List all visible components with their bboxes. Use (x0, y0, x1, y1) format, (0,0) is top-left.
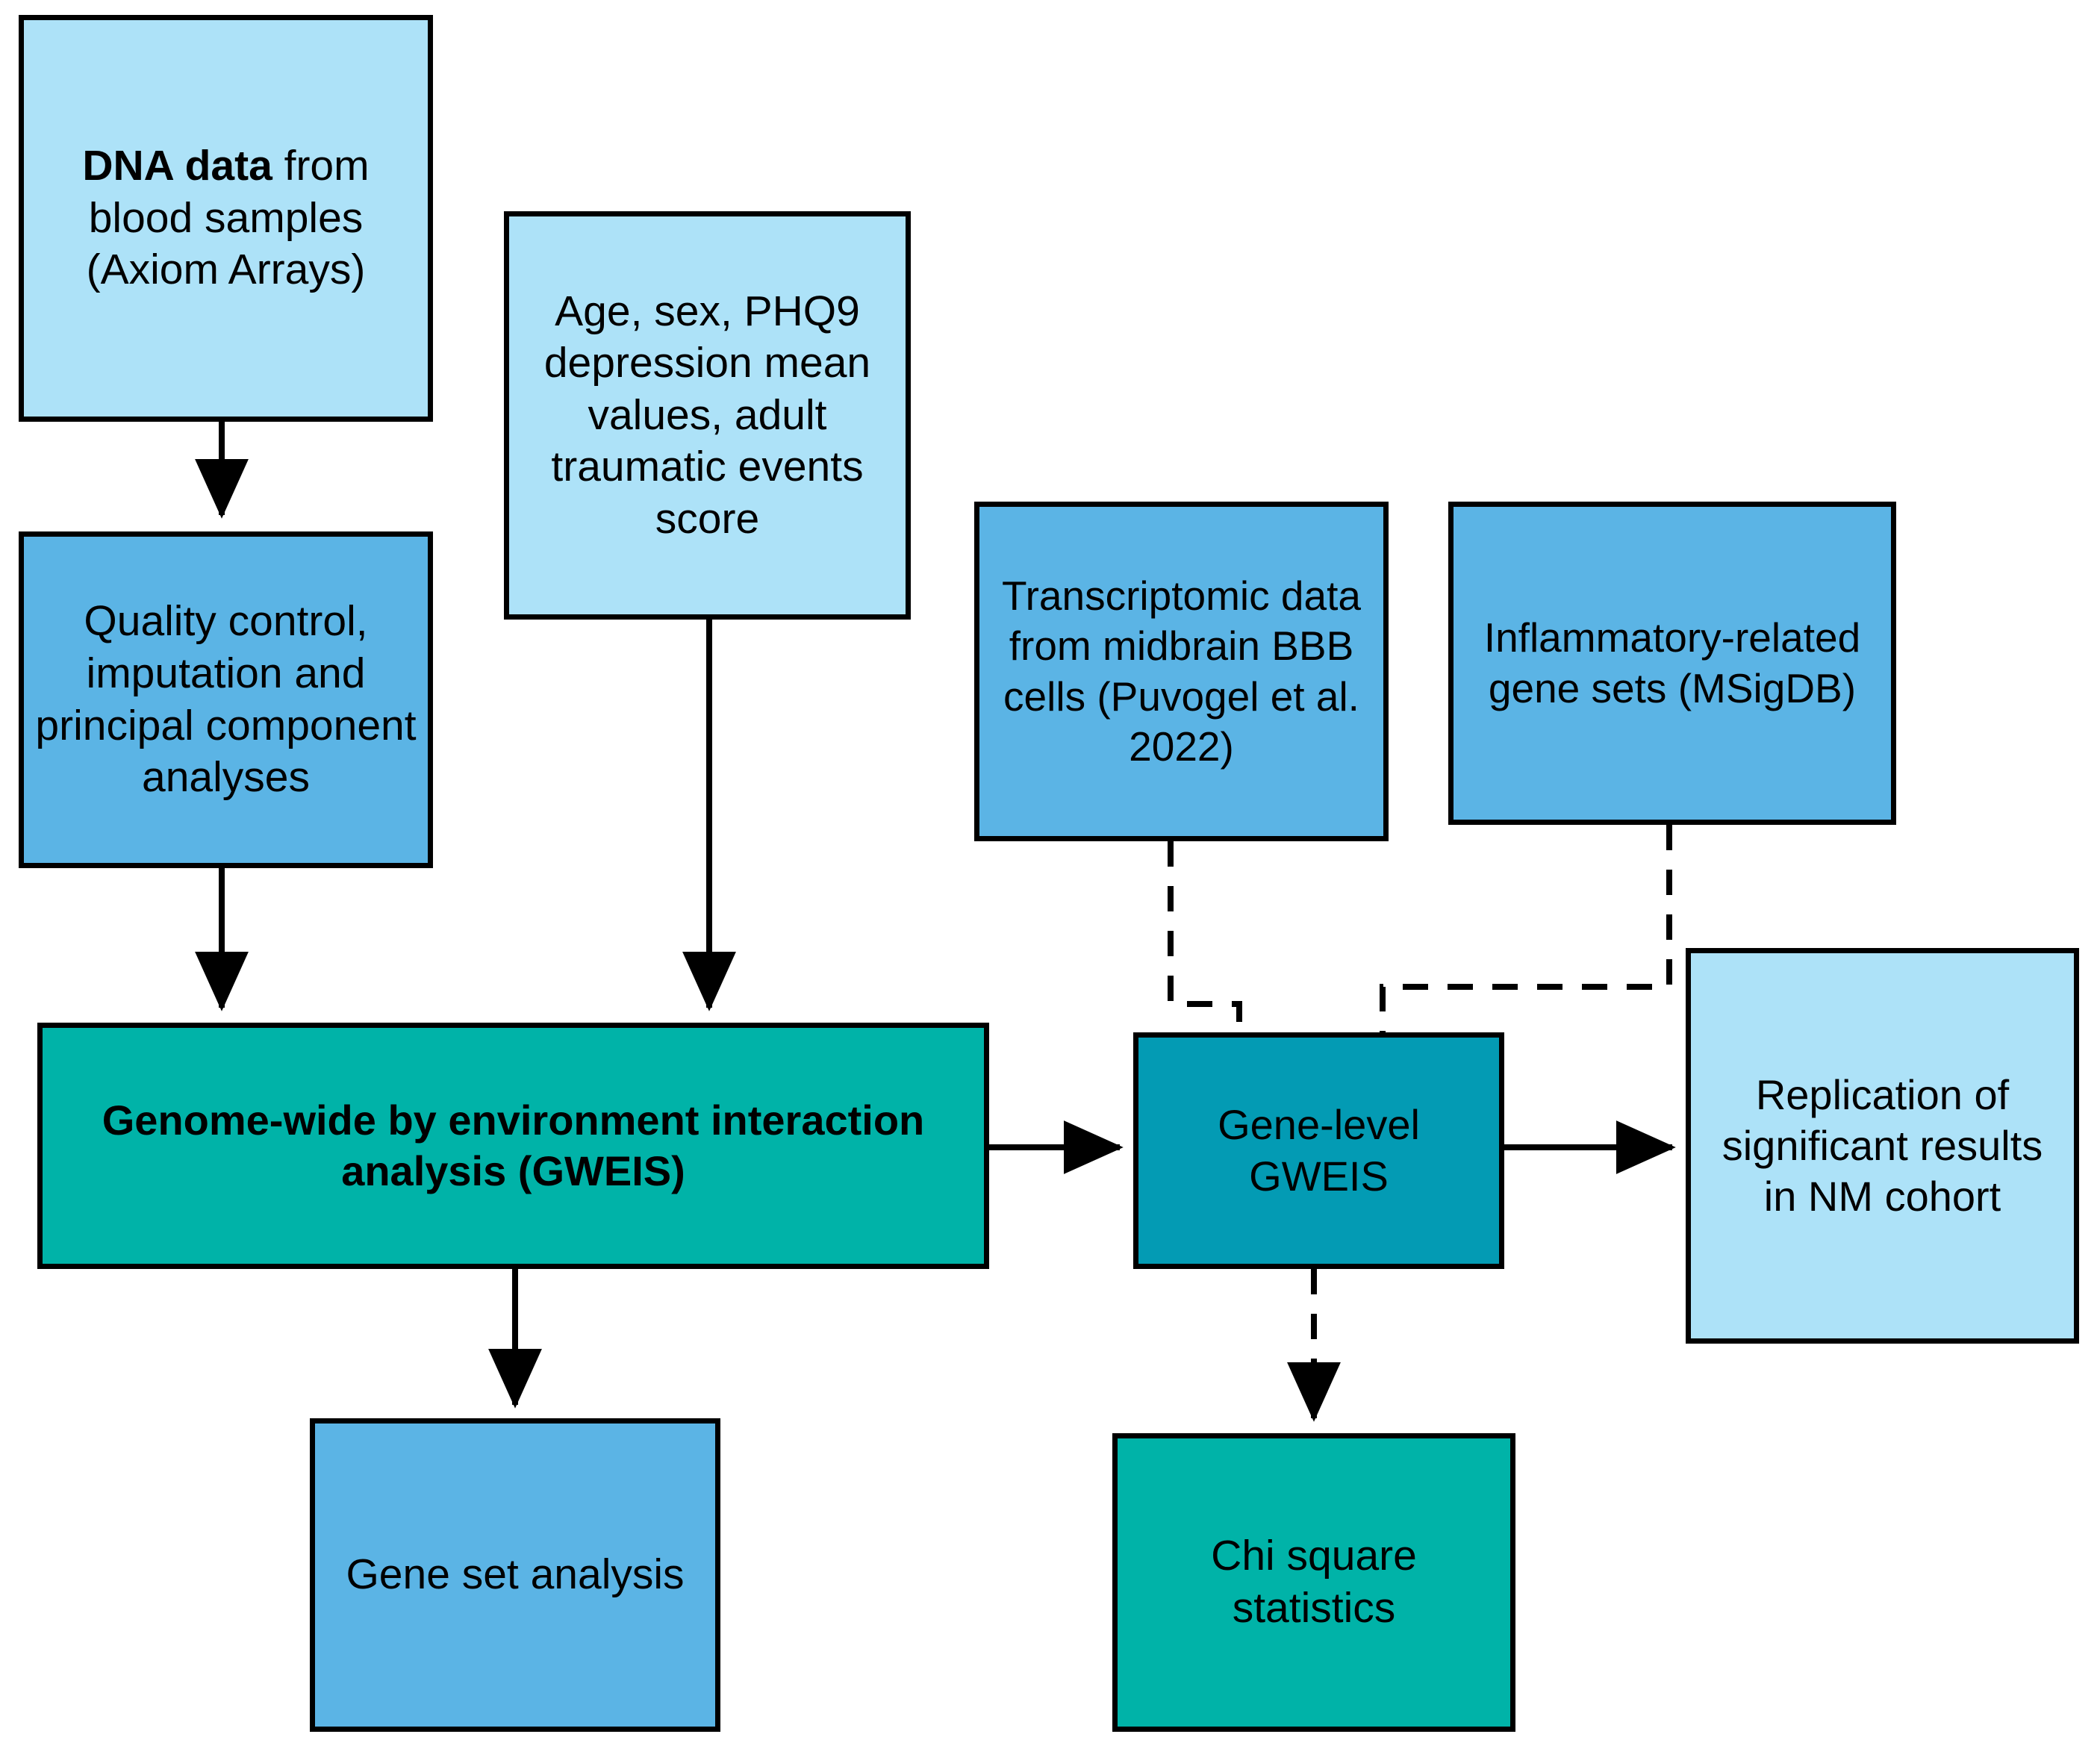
node-replication[interactable]: Replication of significant results in NM… (1686, 948, 2079, 1344)
node-quality-control[interactable]: Quality control, imputation and principa… (19, 531, 433, 868)
dna-data-line1-rest: from (272, 142, 370, 190)
node-gene-level-gweis-label: Gene-level GWEIS (1218, 1101, 1420, 1200)
node-gene-set-analysis-label: Gene set analysis (346, 1550, 685, 1599)
dna-data-line3: (Axiom Arrays) (86, 246, 366, 294)
node-transcriptomic[interactable]: Transcriptomic data from midbrain BBB ce… (974, 502, 1389, 841)
dna-data-bold-text: DNA data (82, 142, 272, 190)
node-gweis[interactable]: Genome-wide by environment interaction a… (37, 1023, 989, 1269)
connector-inflammatory-to-gene-level (1380, 825, 1672, 1032)
node-inflammatory-gene-sets[interactable]: Inflammatory-related gene sets (MSigDB) (1448, 502, 1896, 825)
node-gweis-label: Genome-wide by environment interaction a… (102, 1096, 925, 1194)
node-covariates-label: Age, sex, PHQ9 depression mean values, a… (543, 287, 871, 543)
node-inflammatory-gene-sets-label: Inflammatory-related gene sets (MSigDB) (1483, 614, 1861, 711)
node-transcriptomic-label: Transcriptomic data from midbrain BBB ce… (1002, 573, 1361, 770)
connector-transcriptomic-to-gene-level (1168, 841, 1242, 1032)
node-replication-label: Replication of significant results in NM… (1722, 1070, 2043, 1220)
node-chi-square[interactable]: Chi square statistics (1112, 1433, 1515, 1732)
node-gene-set-analysis[interactable]: Gene set analysis (310, 1418, 720, 1732)
node-covariates[interactable]: Age, sex, PHQ9 depression mean values, a… (504, 211, 911, 620)
dna-data-line2: blood samples (88, 193, 364, 242)
node-chi-square-label: Chi square statistics (1211, 1532, 1417, 1632)
node-gene-level-gweis[interactable]: Gene-level GWEIS (1133, 1032, 1504, 1269)
node-quality-control-label: Quality control, imputation and principa… (35, 597, 417, 802)
